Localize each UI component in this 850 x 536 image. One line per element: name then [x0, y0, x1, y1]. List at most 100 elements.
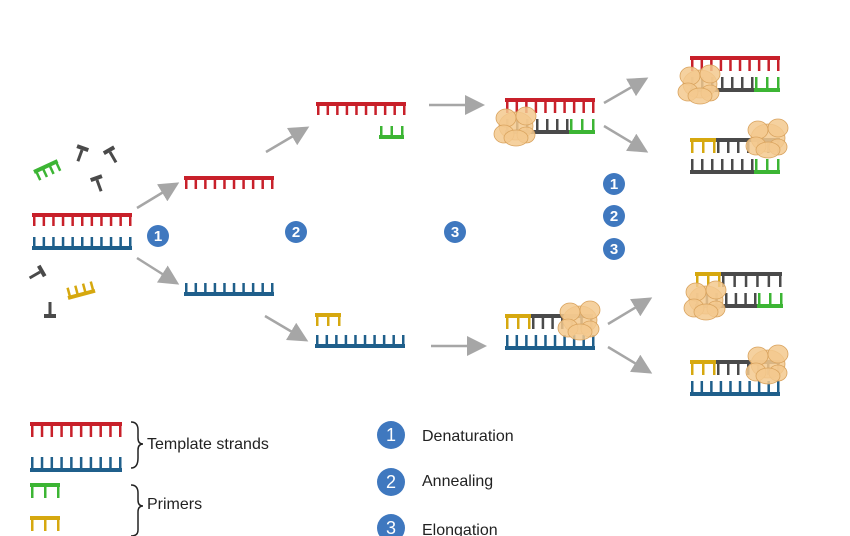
strand-base — [60, 425, 63, 437]
svg-text:1: 1 — [610, 176, 618, 193]
strand-base — [99, 457, 102, 469]
strand-base — [691, 59, 694, 71]
strand-backbone — [505, 346, 595, 350]
strand-base — [109, 216, 113, 226]
denatured-strand-blue — [184, 283, 274, 296]
strand-base — [719, 381, 723, 393]
strand-base — [109, 457, 112, 469]
strand-base — [390, 126, 393, 136]
strand-base — [119, 457, 122, 469]
strand-base — [748, 59, 751, 71]
strand-base — [702, 363, 705, 375]
strand-base — [700, 59, 704, 71]
product-duplex-3 — [695, 272, 783, 308]
strand-base — [757, 381, 761, 393]
strand-base — [719, 59, 723, 71]
strand-base — [119, 425, 122, 437]
strand-base — [33, 216, 36, 226]
strand-base — [767, 59, 770, 71]
strand-base — [383, 105, 387, 115]
arrow — [603, 124, 649, 153]
curly-brace-icon — [130, 484, 144, 536]
strand-base — [66, 287, 72, 297]
strand-base — [777, 159, 780, 171]
dna-polymerase-icon — [493, 106, 537, 147]
strand-base — [710, 381, 713, 393]
strand-backbone — [716, 360, 780, 364]
strand-base — [563, 101, 566, 113]
strand-base — [363, 335, 367, 345]
step-badge-icon: 3 — [444, 221, 466, 243]
strand-backbone — [30, 422, 122, 426]
strand-backbone — [67, 288, 96, 300]
polymerase-lobe — [755, 367, 781, 385]
strand-base — [261, 283, 264, 293]
strand-base — [737, 363, 740, 375]
strand-base — [129, 237, 132, 247]
strand-backbone — [690, 88, 754, 92]
strand-base — [271, 179, 274, 189]
legend-primer-yellow — [30, 516, 60, 531]
strand-base — [52, 237, 55, 247]
polymerase-lobe — [685, 282, 707, 302]
strand-base — [711, 159, 714, 171]
strand-base — [541, 317, 545, 329]
strand-base — [733, 275, 736, 287]
template-strand-blue — [32, 237, 132, 250]
strand-base — [44, 486, 47, 498]
denatured-strand-red — [184, 176, 274, 189]
strand-base — [364, 105, 368, 115]
legend-label-primers: Primers — [147, 496, 202, 513]
strand-base — [713, 363, 716, 375]
strand-base — [766, 77, 769, 89]
strand-base — [194, 283, 198, 293]
strand-base — [31, 486, 34, 498]
strand-base — [725, 293, 728, 305]
strand-base — [536, 119, 539, 131]
strand-base — [777, 381, 780, 393]
arrow — [607, 297, 653, 326]
strand-backbone — [505, 130, 569, 134]
strand-base — [204, 179, 207, 189]
strand-base — [79, 457, 83, 469]
strand-base — [41, 168, 49, 178]
strand-base — [100, 237, 103, 247]
polymerase-lobe — [503, 129, 529, 147]
template-strand-red — [32, 213, 132, 226]
strand-base — [566, 119, 569, 131]
strand-backbone — [379, 135, 404, 139]
strand-base — [316, 316, 319, 326]
legend-label-denaturation: Denaturation — [422, 428, 514, 445]
dna-polymerase-icon — [683, 280, 727, 321]
strand-base — [755, 77, 758, 89]
strand-base — [261, 179, 264, 189]
arrow — [603, 77, 649, 105]
strand-base — [748, 381, 751, 393]
polymerase-lobe — [579, 300, 601, 320]
strand-base — [592, 101, 595, 113]
strand-base — [544, 101, 547, 113]
arrow — [136, 182, 180, 210]
strand-base — [326, 105, 330, 115]
step-badge-icon: 1 — [377, 421, 405, 449]
strand-base — [90, 216, 94, 226]
strand-base — [544, 335, 547, 347]
strand-base — [317, 105, 320, 115]
strand-base — [572, 335, 576, 347]
strand-base — [185, 179, 188, 189]
polymerase-lobe — [767, 344, 789, 364]
svg-text:2: 2 — [610, 208, 618, 225]
strand-base — [50, 457, 54, 469]
strand-base — [81, 237, 84, 247]
strand-base — [373, 335, 376, 345]
annealed-blue-with-yellow-primer — [315, 313, 405, 348]
strand-base — [717, 363, 720, 375]
strand-base — [727, 141, 730, 153]
polymerase-lobe — [559, 302, 581, 322]
strand-base — [751, 159, 754, 171]
strand-base — [780, 293, 783, 305]
strand-base — [109, 425, 112, 437]
strand-backbone — [721, 272, 782, 276]
strand-base — [721, 159, 724, 171]
strand-base — [401, 126, 404, 136]
